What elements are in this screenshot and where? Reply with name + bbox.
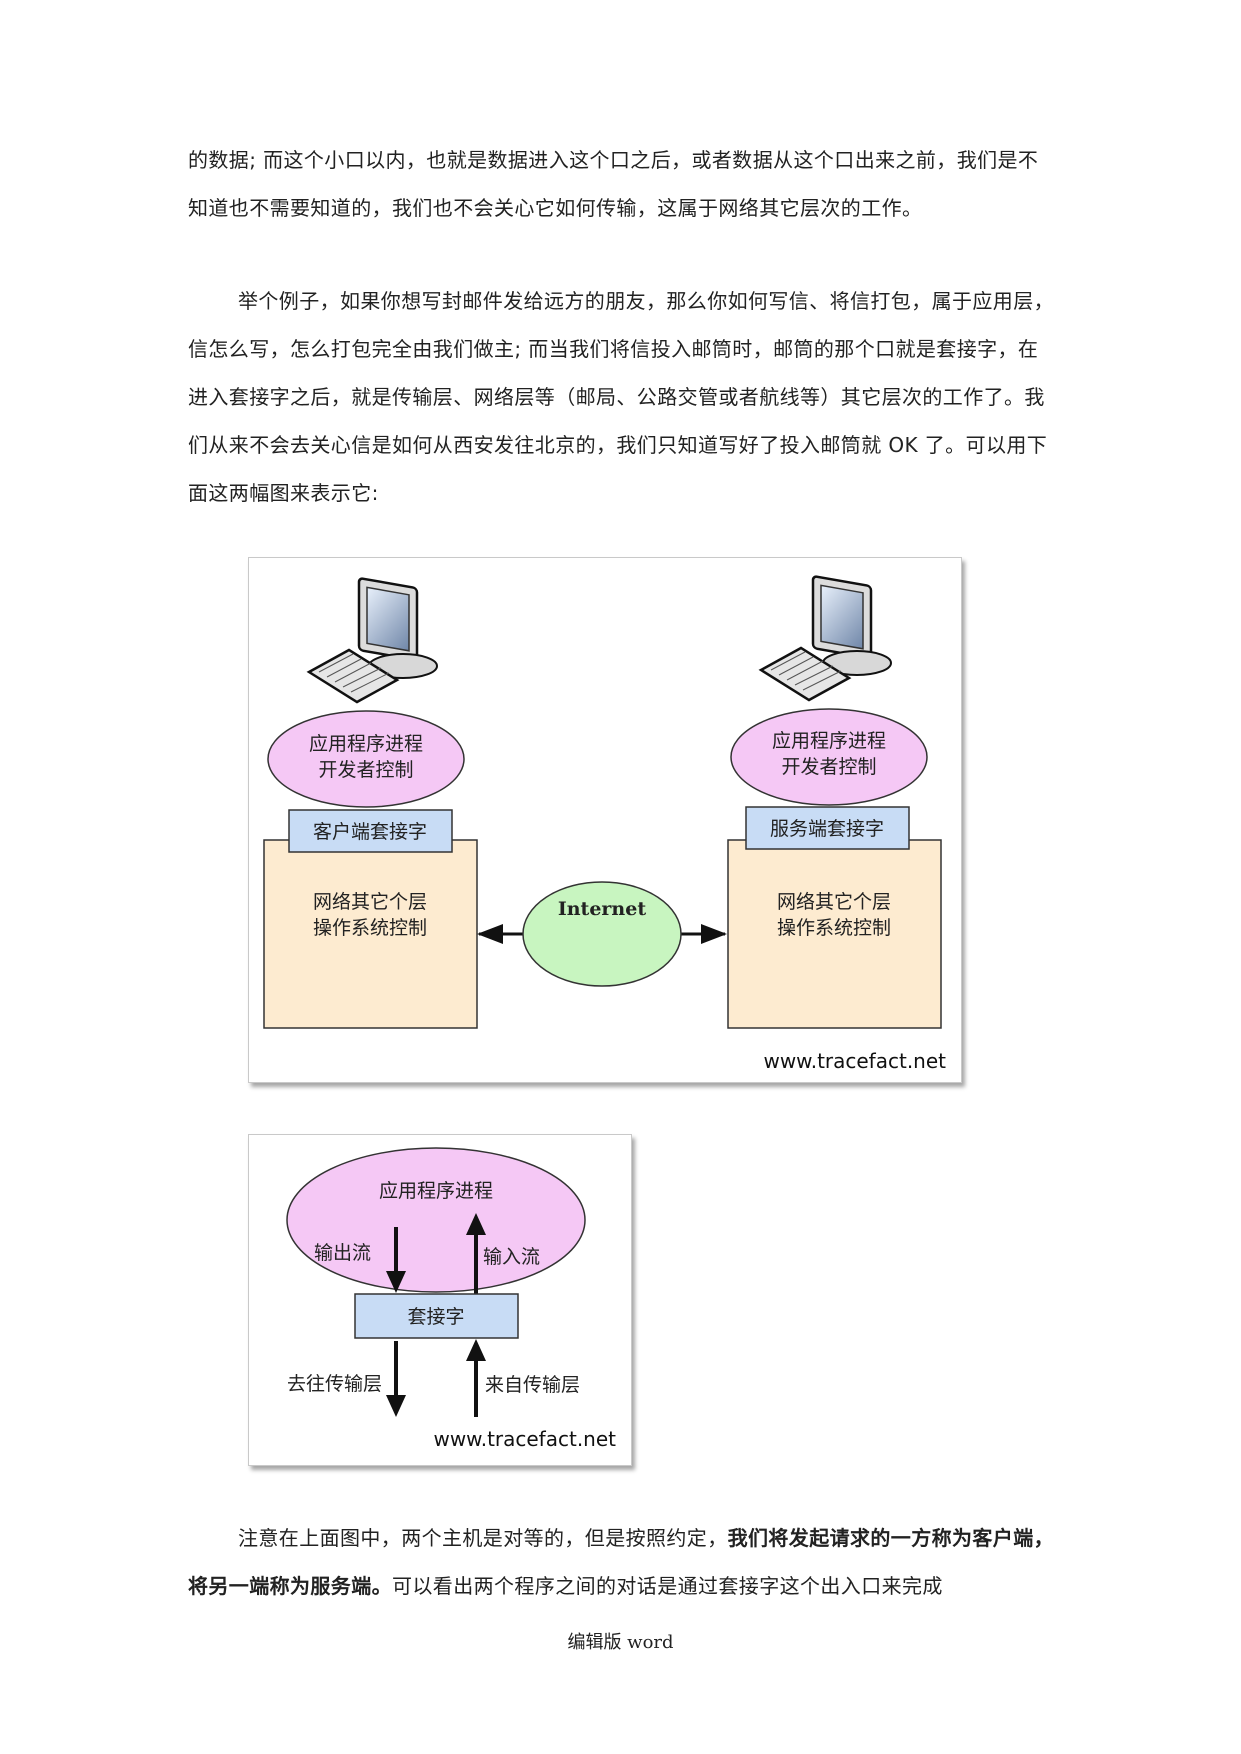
left-os-box <box>263 839 478 1029</box>
input-stream-arrowhead <box>466 1213 486 1235</box>
internet-ellipse <box>522 881 682 987</box>
arrowhead-left <box>477 924 503 944</box>
socket-label: 套接字 <box>407 1306 464 1328</box>
left-process-label-2: 开发者控制 <box>318 759 413 781</box>
paragraph-2-text: 举个例子，如果你想写封邮件发给远方的朋友，那么你如何写信、将信打包，属于应用层，… <box>188 289 1054 505</box>
output-stream-arrowhead <box>386 1271 406 1293</box>
right-os-label-2: 操作系统控制 <box>777 917 891 939</box>
from-transport-arrowhead <box>466 1339 486 1361</box>
left-process-label-1: 应用程序进程 <box>309 733 423 755</box>
right-os-label-1: 网络其它个层 <box>777 891 891 913</box>
figure1-watermark: www.tracefact.net <box>763 1049 946 1073</box>
socket-stream-figure: 应用程序进程 输出流 输入流 套接字 去往传输层 来自传输层 www.trace… <box>248 1134 632 1466</box>
input-stream-label: 输入流 <box>483 1246 540 1268</box>
socket-box <box>354 1293 519 1339</box>
network-diagram-figure: 应用程序进程 开发者控制 网络其它个层 操作系统控制 客户端套接字 应用程序进程… <box>248 557 962 1083</box>
right-process-ellipse <box>730 708 928 806</box>
left-process-ellipse <box>267 710 465 808</box>
paragraph-3-tail: 可以看出两个程序之间的对话是通过套接字这个出入口来完成 <box>392 1574 943 1598</box>
left-os-label-2: 操作系统控制 <box>313 917 427 939</box>
right-process-label-1: 应用程序进程 <box>772 730 886 752</box>
right-process-label-2: 开发者控制 <box>781 756 876 778</box>
left-os-label-1: 网络其它个层 <box>313 891 427 913</box>
from-transport-label: 来自传输层 <box>485 1374 580 1396</box>
paragraph-2: 举个例子，如果你想写封邮件发给远方的朋友，那么你如何写信、将信打包，属于应用层，… <box>188 277 1056 517</box>
to-transport-label: 去往传输层 <box>287 1373 382 1395</box>
to-transport-arrowhead <box>386 1395 406 1417</box>
server-socket-box <box>745 806 910 850</box>
process-ellipse <box>286 1147 586 1293</box>
page-footer: 编辑版 word <box>567 1632 674 1653</box>
paragraph-3-text: 注意在上面图中，两个主机是对等的，但是按照约定， <box>238 1526 728 1550</box>
process-label: 应用程序进程 <box>379 1180 493 1202</box>
client-socket-label: 客户端套接字 <box>313 821 427 843</box>
server-socket-label: 服务端套接字 <box>770 818 884 840</box>
paragraph-3-bold: 我们将发起请求的一方称为客户端，将另一端称为服务端。 <box>188 1526 1055 1598</box>
paragraph-1-text: 的数据; 而这个小口以内，也就是数据进入这个口之后，或者数据从这个口出来之前，我… <box>188 148 1039 220</box>
left-computer-icon <box>306 577 438 704</box>
arrowhead-right <box>701 924 727 944</box>
client-socket-box <box>288 809 453 853</box>
output-stream-label: 输出流 <box>314 1242 371 1264</box>
paragraph-3: 注意在上面图中，两个主机是对等的，但是按照约定，我们将发起请求的一方称为客户端，… <box>188 1514 1056 1610</box>
internet-label: Internet <box>558 898 646 920</box>
right-os-box <box>727 839 942 1029</box>
figure2-watermark: www.tracefact.net <box>433 1427 616 1451</box>
right-computer-icon <box>758 575 892 702</box>
paragraph-1: 的数据; 而这个小口以内，也就是数据进入这个口之后，或者数据从这个口出来之前，我… <box>188 136 1056 232</box>
